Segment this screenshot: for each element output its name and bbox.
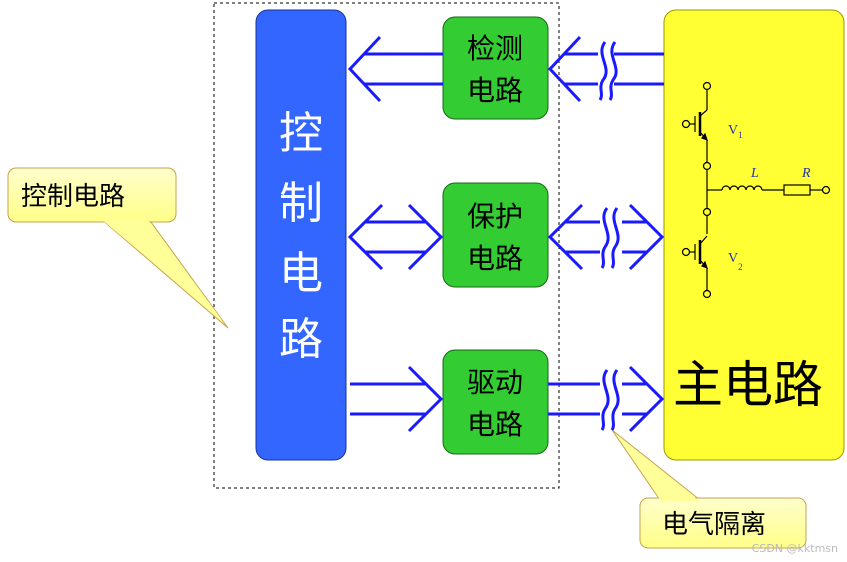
inductor-coil <box>721 185 763 191</box>
output-terminal <box>821 185 831 195</box>
main-circuit-label: 主电路 <box>673 356 823 414</box>
control-char-2: 制 <box>279 178 323 229</box>
drive-line2: 电路 <box>467 408 523 441</box>
protect-circuit-block: 保护 电路 <box>442 182 549 288</box>
arrows <box>347 35 665 433</box>
node-bottom <box>702 207 712 217</box>
terminal-bottom <box>702 289 712 299</box>
label-v1: V1 <box>728 123 743 140</box>
gate-terminal-v1 <box>681 119 691 129</box>
schematic-labels: V1 L R V2 <box>728 123 811 272</box>
control-circuit-block: 控 制 电 路 <box>255 9 347 461</box>
control-char-1: 控 <box>279 108 323 159</box>
detect-line2: 电路 <box>467 74 523 107</box>
protect-line2: 电路 <box>467 242 523 275</box>
isolation-boundary <box>213 2 560 489</box>
arrow-control-to-drive <box>350 365 444 433</box>
arrow-drive-to-main <box>548 365 665 433</box>
transistor-v2 <box>681 235 708 290</box>
control-char-3: 电 <box>279 248 323 299</box>
detect-line1: 检测 <box>467 32 523 65</box>
terminal-top <box>702 81 712 91</box>
gate-terminal-v2 <box>681 247 691 257</box>
isolation-callout: 电气隔离 <box>611 429 807 549</box>
main-circuit-block: 主电路 <box>663 9 845 461</box>
transistor-v1 <box>681 109 708 162</box>
arrow-protect-main <box>547 203 665 271</box>
half-bridge-schematic <box>681 81 831 299</box>
isolation-callout-text: 电气隔离 <box>662 510 766 540</box>
arrow-detect-to-control <box>347 35 443 103</box>
detect-circuit-block: 检测 电路 <box>442 16 549 120</box>
drive-circuit-block: 驱动 电路 <box>442 349 549 455</box>
control-callout: 控制电路 <box>7 167 229 329</box>
label-v2: V2 <box>728 251 743 272</box>
control-char-4: 路 <box>279 314 323 365</box>
control-callout-text: 控制电路 <box>21 182 125 212</box>
drive-line1: 驱动 <box>467 366 523 399</box>
arrow-control-protect <box>347 203 444 271</box>
protect-line1: 保护 <box>467 200 523 233</box>
arrow-main-to-detect <box>547 35 664 103</box>
label-inductor: L <box>750 166 759 181</box>
label-resistor: R <box>801 166 811 181</box>
node-top <box>702 161 712 171</box>
watermark: CSDN @kktmsn <box>752 542 838 555</box>
